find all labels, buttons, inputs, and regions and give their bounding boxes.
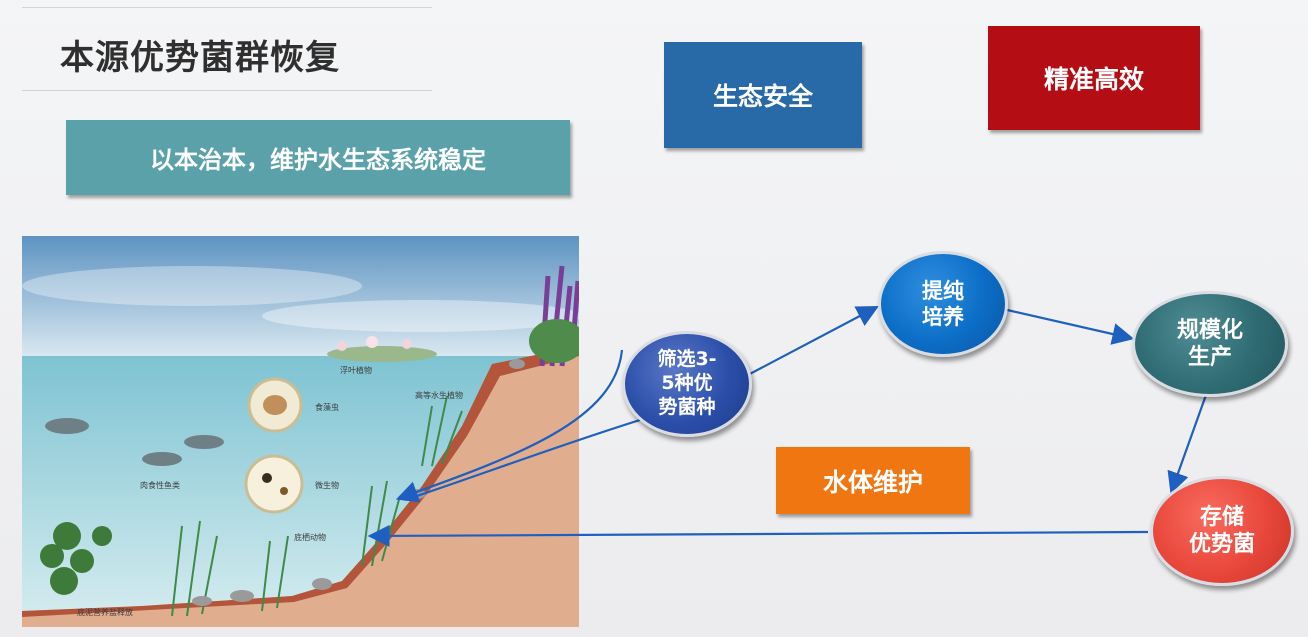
node-scale-line2: 生产: [1187, 345, 1232, 370]
node-screen-line1: 筛选3-: [657, 348, 717, 371]
microbe: [262, 473, 272, 483]
node-purify-culture: 提纯 培养: [878, 251, 1008, 357]
node-store-line2: 优势菌: [1188, 532, 1255, 557]
arrow-screen-to-scene-1: [395, 349, 624, 503]
node-purify-line1: 提纯: [922, 278, 964, 303]
label-zooplankton: 食藻虫: [315, 403, 339, 412]
node-screen-line3: 势菌种: [658, 395, 716, 418]
top-divider: [22, 7, 432, 8]
label-emergent: 高等水生植物: [415, 391, 463, 400]
arrow-scale-to-store: [1167, 394, 1208, 495]
tag-precise-label: 精准高效: [1043, 65, 1144, 94]
node-store-line1: 存储: [1199, 504, 1244, 530]
node-screen-line2: 5种优: [661, 372, 713, 395]
arrow-screen-to-scene-2: [404, 418, 641, 502]
fish-group: [45, 418, 224, 466]
arrow-screen-to-purify: [745, 305, 879, 377]
banner: 以本治本，维护水生态系统稳定: [66, 120, 570, 195]
ecosystem-svg: [22, 236, 579, 627]
microbe-bubble: [244, 454, 304, 514]
node-screen-strains: 筛选3- 5种优 势菌种: [622, 331, 752, 437]
slope-soil: [22, 346, 579, 627]
label-carnivore: 肉食性鱼类: [140, 481, 180, 490]
cloud: [22, 266, 362, 306]
emergent-plants: [529, 265, 579, 367]
node-purify-line2: 培养: [922, 305, 964, 329]
page-title: 本源优势菌群恢复: [60, 38, 340, 78]
node-scale-line1: 规模化: [1176, 317, 1243, 343]
cloud: [262, 300, 579, 332]
ecosystem-illustration: 浮叶植物 高等水生植物 食藻虫 微生物 肉食性鱼类 底栖动物 底泥营养盐释放: [22, 236, 579, 627]
title-divider: [22, 90, 432, 91]
tag-water: 水体维护: [776, 447, 970, 514]
submerged-plants: [171, 395, 463, 617]
sky: [22, 236, 579, 358]
node-scale-production: 规模化 生产: [1132, 291, 1288, 397]
tag-precise: 精准高效: [988, 26, 1200, 130]
tag-safety: 生态安全: [664, 42, 862, 148]
zooplankton: [263, 395, 287, 415]
shrub: [40, 522, 112, 595]
tag-water-label: 水体维护: [822, 467, 923, 497]
arrow-purify-to-scale: [1002, 307, 1135, 345]
tag-safety-label: 生态安全: [712, 82, 813, 111]
arrow-store-to-scene: [367, 524, 1149, 547]
microbe: [280, 487, 288, 495]
label-sediment: 底泥营养盐释放: [77, 608, 133, 617]
floating-plants: [327, 336, 437, 362]
label-benthic: 底栖动物: [294, 533, 326, 542]
node-store-bacteria: 存储 优势菌: [1150, 476, 1294, 586]
label-floating: 浮叶植物: [340, 366, 372, 375]
label-microbes: 微生物: [315, 481, 339, 490]
banner-text: 以本治本，维护水生态系统稳定: [150, 146, 486, 174]
